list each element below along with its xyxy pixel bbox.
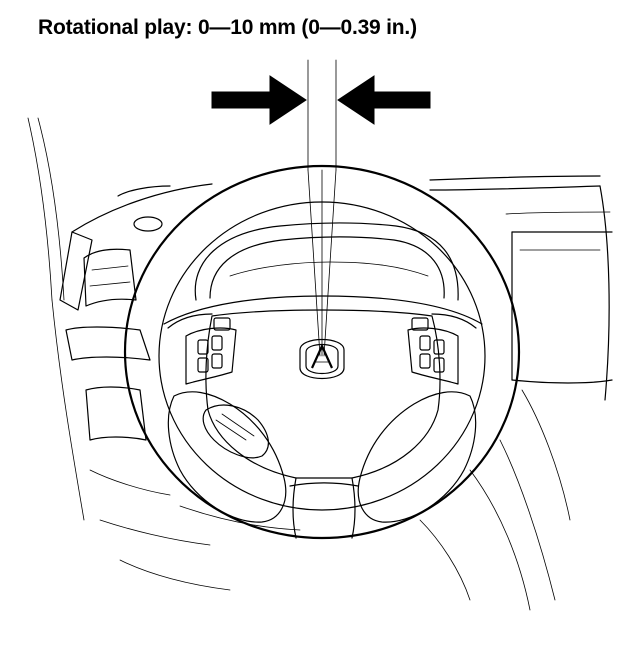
left-switch-pod [185, 327, 237, 385]
airbag-hub [205, 309, 441, 479]
left-button-2 [211, 335, 223, 351]
left-button-3 [197, 357, 209, 373]
wheel-outer-rim [123, 164, 521, 540]
left-button-4 [211, 353, 223, 369]
steering-wheel [123, 164, 521, 540]
left-button-1 [197, 339, 209, 355]
right-pointing-arrow-icon [211, 75, 307, 125]
left-pointing-arrow-icon [337, 75, 431, 125]
right-button-3 [433, 357, 445, 373]
right-button-2 [419, 335, 431, 351]
right-button-1 [433, 339, 445, 355]
left-spoke-opening [167, 391, 287, 523]
right-spoke-opening [357, 391, 477, 523]
cluster-hood [194, 222, 459, 301]
rotational-play-caption: Rotational play: 0—10 mm (0—0.39 in.) [38, 16, 417, 39]
dashboard-outline [27, 117, 613, 611]
play-reference-lines [307, 59, 337, 357]
right-switch-pod [407, 327, 459, 385]
right-button-4 [419, 353, 431, 369]
